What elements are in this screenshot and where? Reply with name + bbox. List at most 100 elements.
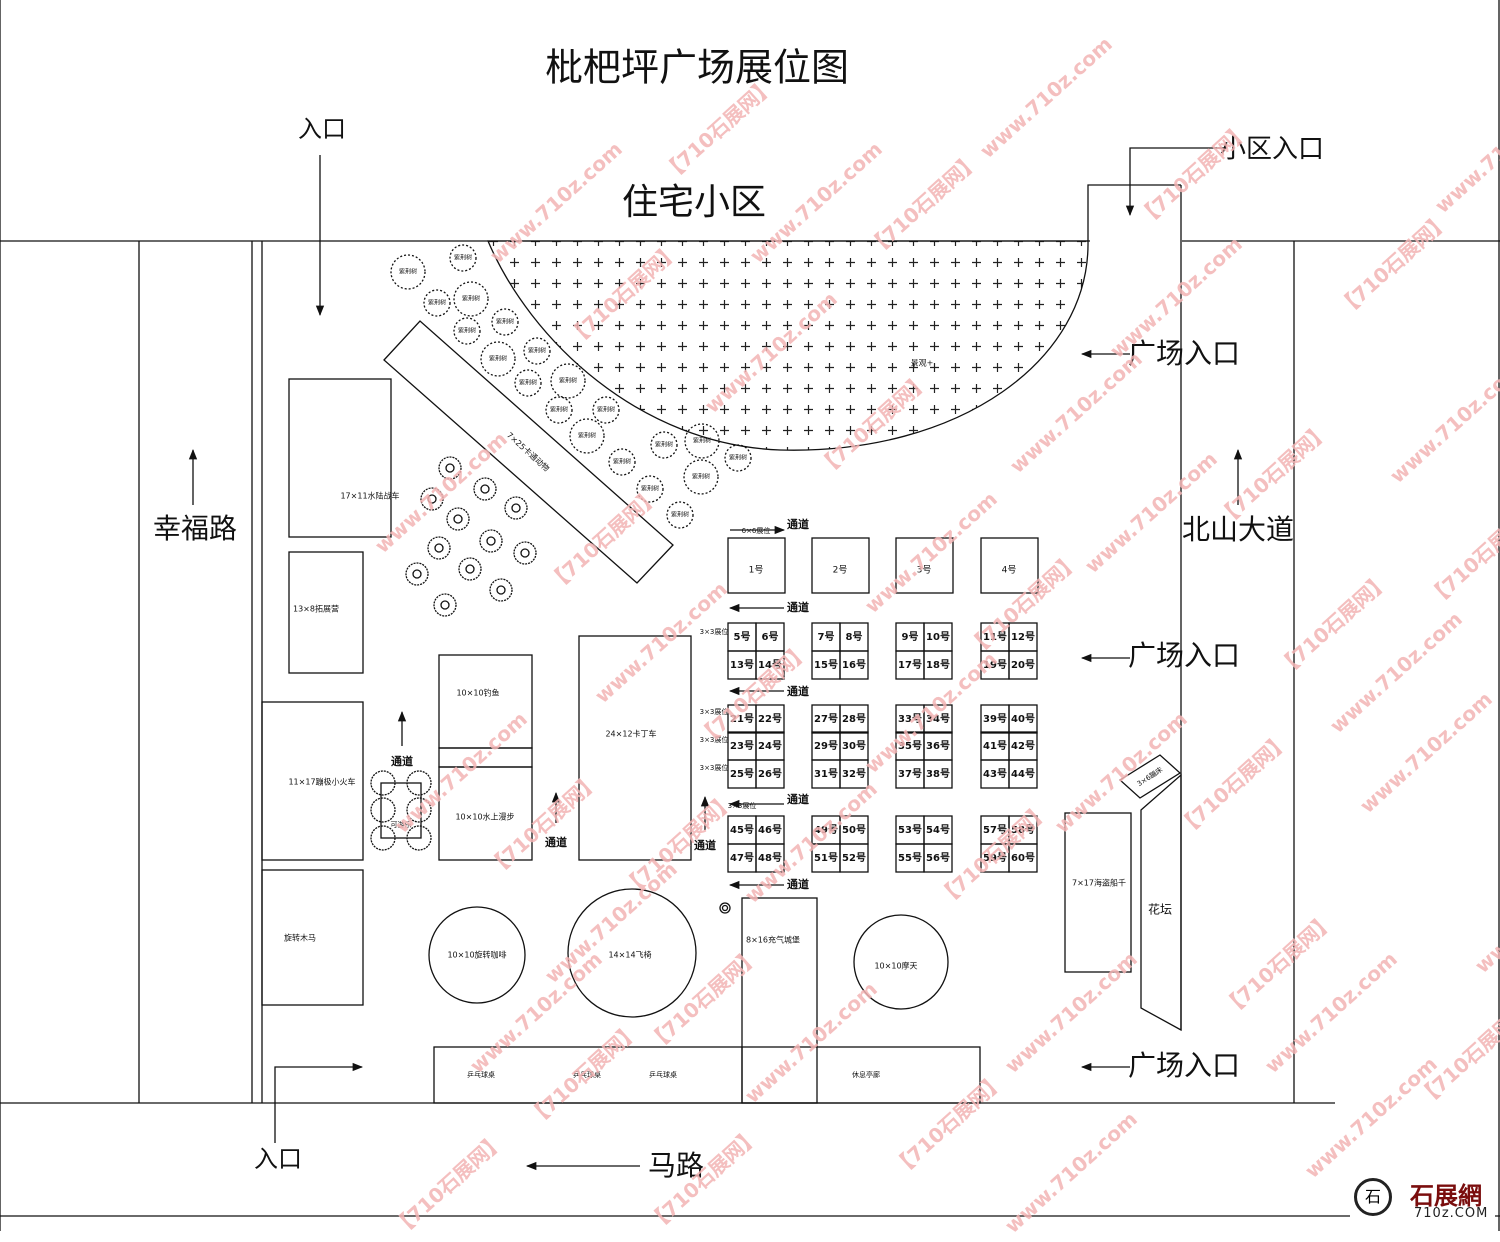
tree-icon	[666, 501, 694, 529]
booth-label: 54号	[926, 824, 950, 836]
flower-bed	[1140, 773, 1182, 1032]
booth-label: 58号	[1011, 824, 1035, 836]
round-play-core	[719, 902, 731, 914]
booth-label: 28号	[842, 713, 866, 725]
tree-label: 紫荆树	[550, 406, 568, 414]
passage-label: 通道	[545, 835, 567, 849]
landscape-garden	[487, 240, 1089, 451]
booth	[923, 650, 953, 680]
zone-left-lower-label: 旋转木马	[284, 933, 316, 943]
zone-3x6	[1118, 754, 1182, 799]
round-play-core	[453, 514, 463, 524]
booth-large-label: 3号	[917, 565, 932, 576]
tree-icon	[453, 317, 481, 345]
booth-label: 39号	[983, 713, 1007, 725]
tree-icon	[636, 475, 664, 503]
round-play-core	[511, 503, 521, 513]
round-play-core	[480, 484, 490, 494]
booth-label: 52号	[842, 852, 866, 864]
community-gate-outline	[1087, 184, 1181, 241]
tree-label: 紫荆树	[729, 454, 747, 462]
zone-10x10-a-label: 10×10钓鱼	[456, 688, 499, 698]
booth-label: 31号	[814, 768, 838, 780]
passage-label: 通道	[391, 754, 413, 768]
booth	[1008, 843, 1038, 873]
round-play-icon	[458, 557, 482, 581]
residential-label: 住宅小区	[622, 182, 766, 223]
tree-icon	[684, 423, 720, 459]
plaza-entrance-label: 广场入口	[1128, 639, 1240, 672]
booth-size-label: 3×3展位	[700, 735, 729, 744]
round-play-icon	[427, 536, 451, 560]
booth-label: 32号	[842, 768, 866, 780]
booth-label: 60号	[1011, 852, 1035, 864]
platform-frame	[380, 782, 422, 839]
booth-label: 22号	[758, 713, 782, 725]
round-play-icon	[446, 507, 470, 531]
tree-label: 紫荆树	[496, 318, 514, 326]
round-play-icon	[405, 562, 429, 586]
booth-large	[980, 537, 1039, 594]
flower-bed-label: 花坛	[1148, 902, 1172, 917]
round-play-core	[445, 463, 455, 473]
tree-label: 紫荆树	[489, 355, 507, 363]
beishan-road-label: 北山大道	[1182, 513, 1294, 546]
booth-label: 14号	[758, 659, 782, 671]
round-play-icon	[438, 456, 462, 480]
passage-label: 通道	[787, 877, 809, 891]
booth-label: 55号	[898, 852, 922, 864]
main-road-label: 马路	[648, 1149, 704, 1182]
booth-size-label: 6×6展位	[742, 526, 771, 535]
booth-label: 50号	[842, 824, 866, 836]
tree-label: 紫荆树	[597, 406, 615, 414]
site-logo: 石 石展網 710z.COM	[1350, 1172, 1495, 1228]
zone-8x16-label: 8×16充气城堡	[746, 935, 800, 945]
booth-label: 23号	[730, 740, 754, 752]
passage-label: 通道	[787, 684, 809, 698]
booth	[755, 704, 785, 734]
booth-label: 30号	[842, 740, 866, 752]
booth-label: 17号	[898, 659, 922, 671]
booth	[839, 704, 869, 734]
booth-label: 44号	[1011, 768, 1035, 780]
zone-left-lower	[261, 869, 364, 1006]
tree-icon	[449, 244, 477, 272]
zone-17x11-label: 17×11水陆战车	[340, 491, 399, 501]
bottom-strip-label-2: 乒乓球桌	[573, 1070, 601, 1079]
booth-large-label: 1号	[749, 565, 764, 576]
booth-label: 21号	[730, 713, 754, 725]
zone-10x10-b-label: 10×10水上漫步	[455, 812, 514, 822]
round-play-core	[520, 548, 530, 558]
zone-7x17-label: 7×17海盗船千	[1072, 878, 1126, 888]
round-play-core	[721, 904, 729, 912]
booth-label: 15号	[814, 659, 838, 671]
round-play-core	[496, 585, 506, 595]
round-play-icon	[513, 541, 537, 565]
tree-label: 紫荆树	[528, 347, 546, 355]
booth-label: 48号	[758, 852, 782, 864]
tree-label: 紫荆树	[692, 473, 710, 481]
booth-label: 16号	[842, 659, 866, 671]
booth-label: 8号	[846, 631, 863, 643]
booth	[755, 759, 785, 789]
tree-icon	[545, 396, 573, 424]
booth-label: 12号	[1011, 631, 1035, 643]
tree-icon	[608, 448, 636, 476]
zone-circle-10x10	[428, 906, 526, 1004]
logo-name: 石展網	[1410, 1181, 1482, 1210]
zone-24x12-label: 24×12卡丁车	[605, 729, 656, 739]
booth-large	[727, 537, 786, 594]
zone-circle-14x14-label: 14×14飞椅	[608, 950, 651, 960]
zone-10x10-b	[438, 766, 533, 861]
booth-label: 51号	[814, 852, 838, 864]
booth-label: 59号	[983, 852, 1007, 864]
community-entrance-label: 小区入口	[1220, 135, 1324, 165]
zone-7x17	[1064, 812, 1132, 973]
stone-logo-icon: 石	[1354, 1178, 1392, 1216]
tree-label: 紫荆树	[399, 268, 417, 276]
zone-circle-10x10-label: 10×10旋转咖啡	[447, 950, 506, 960]
round-play-icon	[420, 487, 444, 511]
booth-size-label: 3×3展位	[700, 627, 729, 636]
zone-10x10-a	[438, 654, 533, 749]
